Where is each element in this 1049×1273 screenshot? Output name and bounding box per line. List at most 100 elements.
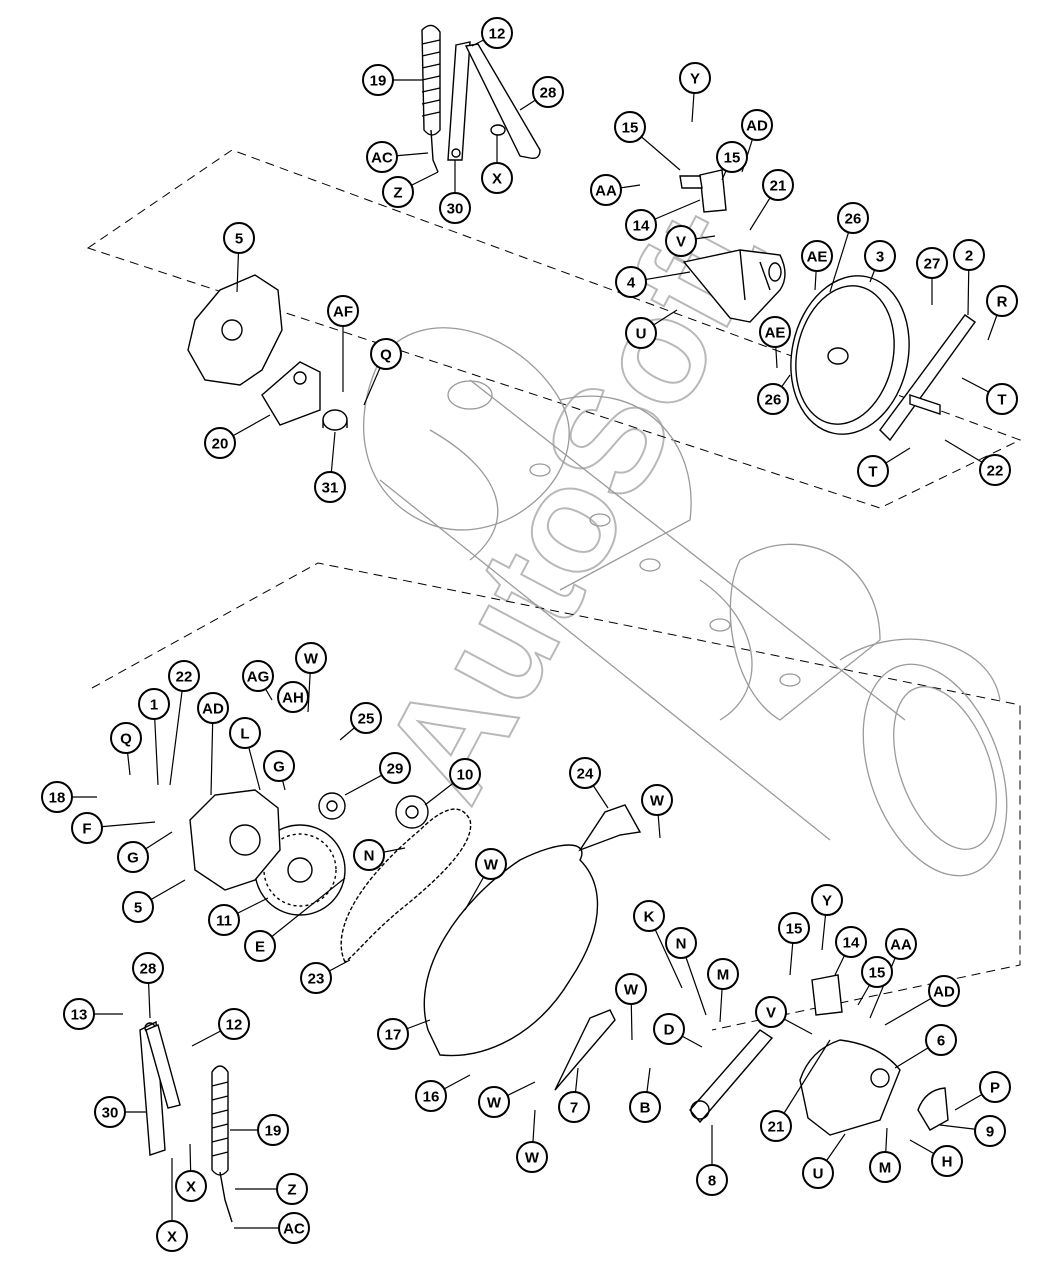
callout-label: H <box>942 1154 953 1171</box>
callout-label: AF <box>333 304 353 321</box>
callout-circle <box>229 717 261 749</box>
callout-6: 6 <box>925 1024 957 1056</box>
callout-y: Y <box>679 62 711 94</box>
callout-label: W <box>304 651 319 668</box>
callout-circle <box>857 455 889 487</box>
callout-28: 28 <box>532 76 564 108</box>
callout-circle <box>864 240 896 272</box>
callout-label: F <box>82 821 91 838</box>
callout-label: 5 <box>134 900 142 917</box>
callout-label: G <box>127 850 139 867</box>
callout-9: 9 <box>974 1115 1006 1147</box>
callout-k: K <box>633 900 665 932</box>
callout-label: 3 <box>876 249 884 266</box>
callout-u: U <box>802 1157 834 1189</box>
callout-label: 18 <box>49 790 66 807</box>
callout-23: 23 <box>300 962 332 994</box>
callout-circle <box>778 912 810 944</box>
callout-f: F <box>71 812 103 844</box>
callout-v: V <box>665 225 697 257</box>
callout-label: W <box>525 1150 540 1167</box>
callout-circle <box>869 1151 901 1183</box>
callout-ah: AH <box>277 681 309 713</box>
callout-label: G <box>273 759 285 776</box>
callout-1: 1 <box>138 688 170 720</box>
callout-w: W <box>615 973 647 1005</box>
callout-14: 14 <box>625 209 657 241</box>
callout-label: 15 <box>786 921 803 938</box>
callout-12: 12 <box>218 1008 250 1040</box>
callout-circle <box>41 781 73 813</box>
callout-circle <box>629 1091 661 1123</box>
callout-d: D <box>653 1013 685 1045</box>
callout-label: K <box>644 909 655 926</box>
auger-tube <box>363 327 1008 877</box>
callout-31: 31 <box>314 471 346 503</box>
callout-label: T <box>868 464 877 481</box>
callout-circle <box>481 162 513 194</box>
callout-circle <box>263 750 295 782</box>
callout-label: 22 <box>176 669 193 686</box>
callout-circle <box>110 722 142 754</box>
callout-circle <box>707 958 739 990</box>
callout-w: W <box>478 1086 510 1118</box>
callout-label: 27 <box>924 256 941 273</box>
callout-label: 28 <box>140 961 157 978</box>
callout-label: 14 <box>843 935 860 952</box>
callout-ac: AC <box>366 141 398 173</box>
callout-label: Z <box>287 1182 296 1199</box>
callout-circle <box>625 317 657 349</box>
guard-bracket-24 <box>578 804 642 852</box>
callout-label: 9 <box>986 1124 994 1141</box>
callout-circle <box>218 1008 250 1040</box>
callout-circle <box>802 1157 834 1189</box>
callout-circle <box>633 900 665 932</box>
callout-label: Y <box>822 893 832 910</box>
callout-circle <box>415 1080 447 1112</box>
callout-26: 26 <box>757 383 789 415</box>
callout-label: 4 <box>627 275 636 292</box>
callout-w: W <box>295 642 327 674</box>
callout-label: X <box>167 1229 177 1246</box>
callout-circle <box>653 1013 685 1045</box>
tension-arm-7 <box>554 1009 616 1091</box>
callout-b: B <box>629 1091 661 1123</box>
cover-9 <box>917 1087 949 1131</box>
callout-28: 28 <box>132 952 164 984</box>
callout-p: P <box>979 1071 1011 1103</box>
callout-label: R <box>997 294 1008 311</box>
callout-t: T <box>857 455 889 487</box>
callout-label: U <box>813 1166 824 1183</box>
callout-circle <box>204 427 236 459</box>
callout-label: 1 <box>150 697 158 714</box>
callout-label: W <box>624 982 639 999</box>
callout-circle <box>979 454 1011 486</box>
callout-circle <box>885 928 917 960</box>
callout-19: 19 <box>362 64 394 96</box>
callout-circle <box>377 1018 409 1050</box>
callout-label: W <box>484 857 499 874</box>
callout-circle <box>716 141 748 173</box>
callout-n: N <box>665 927 697 959</box>
sprocket-29 <box>318 792 346 820</box>
callout-circle <box>757 383 789 415</box>
callout-label: 19 <box>370 73 387 90</box>
callout-label: AC <box>371 150 393 167</box>
callout-label: Q <box>380 347 392 364</box>
callout-label: 22 <box>987 463 1004 480</box>
callout-circle <box>327 295 359 327</box>
callout-27: 27 <box>916 247 948 279</box>
link-arm-30-top <box>447 41 471 161</box>
callout-label: 2 <box>965 248 973 265</box>
callout-circle <box>132 952 164 984</box>
callout-12: 12 <box>481 17 513 49</box>
callout-circle <box>762 169 794 201</box>
callout-label: 30 <box>102 1105 119 1122</box>
callout-15: 15 <box>614 111 646 143</box>
upper-assembly-plane <box>86 149 1022 509</box>
callout-circle <box>835 926 867 958</box>
callout-label: W <box>487 1095 502 1112</box>
callout-label: 28 <box>540 85 557 102</box>
